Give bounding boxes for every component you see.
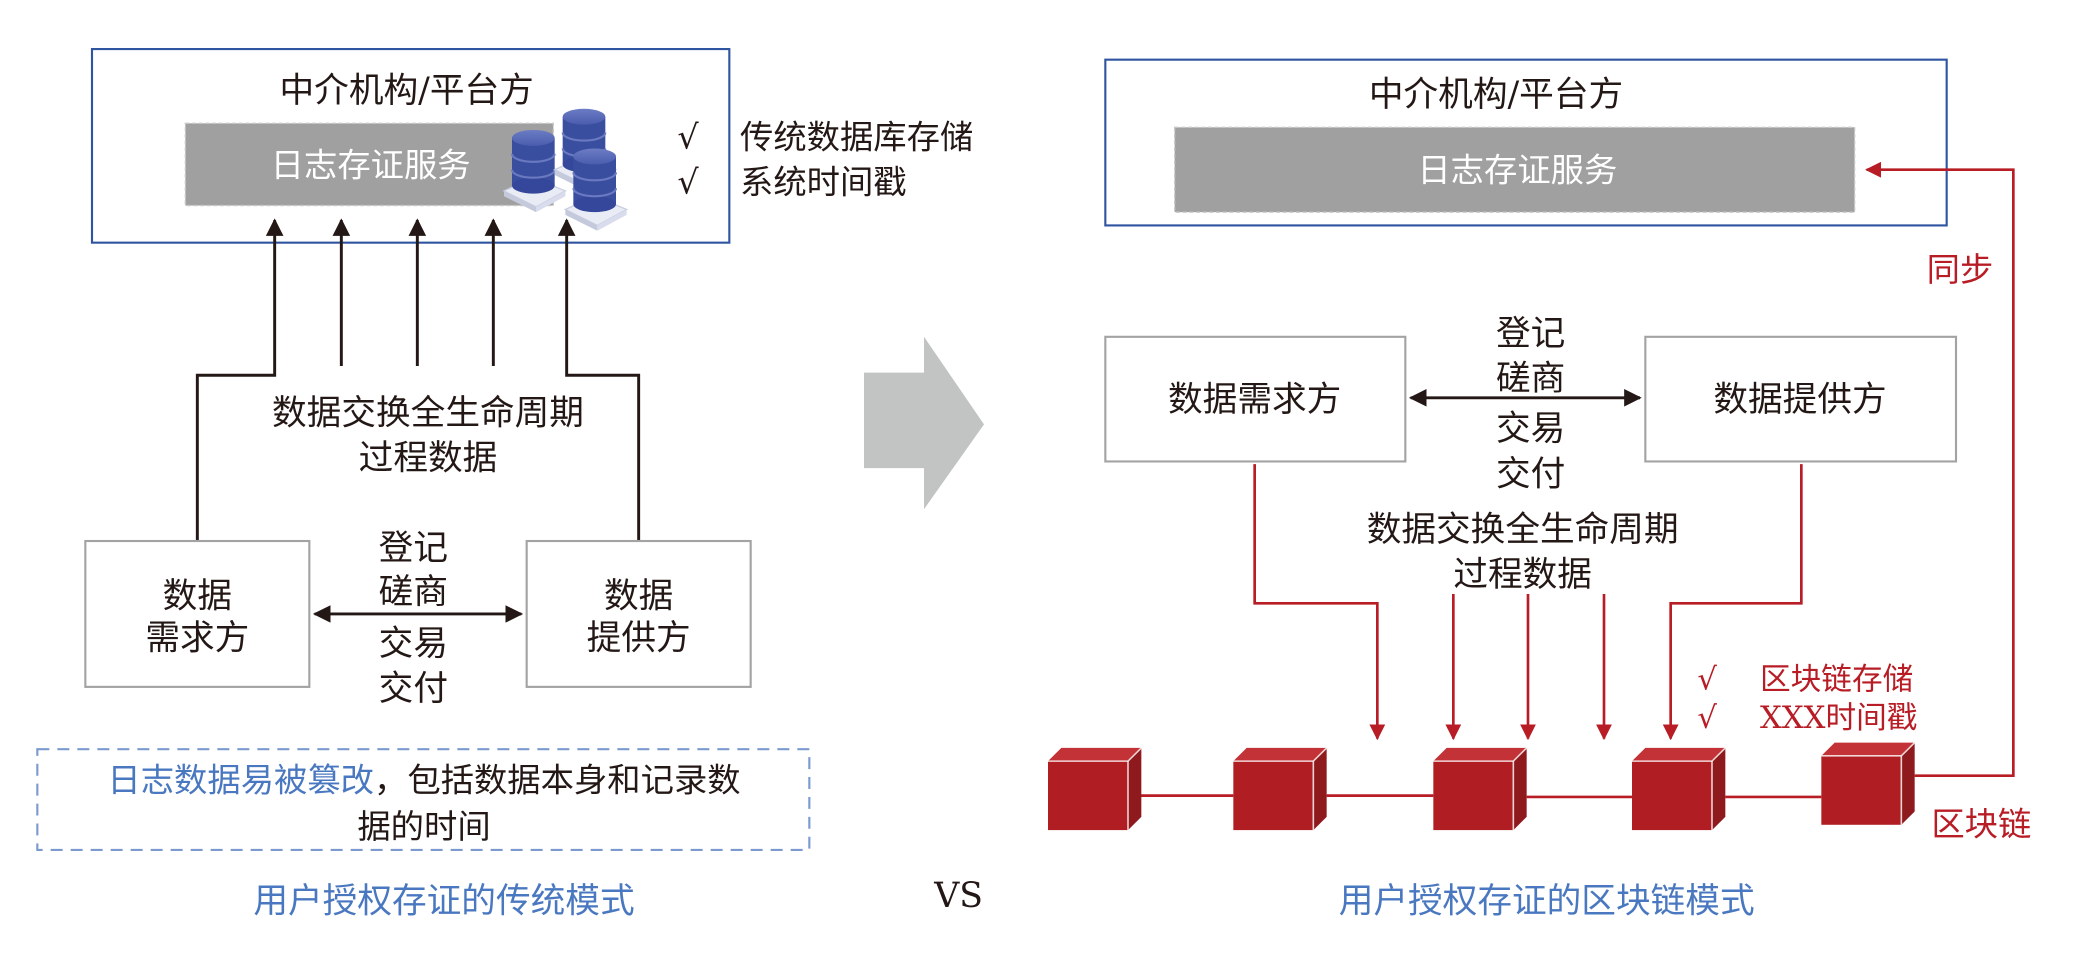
left-caption: 用户授权存证的传统模式 <box>253 881 634 921</box>
up-arrow <box>557 218 641 542</box>
right-service-label: 日志存证服务 <box>1417 151 1617 190</box>
check-item-chain-storage: 区块链存储 <box>1760 663 1913 698</box>
left-provider-line1: 数据 <box>604 576 673 616</box>
right-lifecycle-line1: 数据交换全生命周期 <box>1367 510 1679 550</box>
left-demander-line2: 需求方 <box>145 619 249 659</box>
warning-rest: ，包括数据本身和记录数 <box>374 761 741 800</box>
up-arrow <box>195 218 284 542</box>
left-demander-box <box>84 539 311 688</box>
check-icon: √ <box>677 163 699 202</box>
sync-arrow <box>1865 161 2015 778</box>
down-arrow <box>1253 464 1386 741</box>
block-icon <box>1432 747 1528 831</box>
down-arrow <box>1662 464 1803 741</box>
block-icon <box>1820 741 1916 826</box>
left-panel: 中介机构/平台方 日志存证服务 √ 传统数据库存储 √ 系统时间戳 数据交换全生… <box>36 48 973 921</box>
left-demander-line1: 数据 <box>163 576 232 616</box>
vs-label: VS <box>933 876 983 916</box>
block-icon <box>1047 747 1143 831</box>
left-provider-line2: 提供方 <box>587 619 691 659</box>
left-provider-box <box>525 539 752 688</box>
check-item-xxx-timestamp: XXX时间戳 <box>1760 701 1917 736</box>
left-warning-line2: 据的时间 <box>357 807 490 846</box>
right-steps: 登记 磋商 交易 交付 <box>1496 314 1565 494</box>
step-trade: 交易 <box>379 624 448 664</box>
check-item-db-storage: 传统数据库存储 <box>740 118 973 157</box>
left-warning-box <box>36 748 811 852</box>
step-trade: 交易 <box>1496 409 1565 449</box>
left-lifecycle-line1: 数据交换全生命周期 <box>272 393 584 433</box>
right-arrow-icon <box>864 336 984 510</box>
step-negotiate: 磋商 <box>379 572 448 612</box>
left-service-box <box>184 122 554 207</box>
check-item-system-timestamp: 系统时间戳 <box>740 163 907 202</box>
right-panel: 中介机构/平台方 日志存证服务 同步 数据需求方 数据提供方 登记 磋商 交易 … <box>1047 58 2031 921</box>
check-icon: √ <box>1697 663 1717 698</box>
block-icon <box>1631 747 1727 831</box>
right-platform-title: 中介机构/平台方 <box>1369 75 1623 115</box>
left-warning-line1: 日志数据易被篡改，包括数据本身和记录数 <box>107 761 740 800</box>
left-lifecycle-line2: 过程数据 <box>359 438 498 478</box>
chain-write-arrows <box>1253 464 1803 741</box>
right-service-box <box>1173 126 1856 213</box>
step-register: 登记 <box>379 529 448 569</box>
right-lifecycle-line2: 过程数据 <box>1453 555 1592 595</box>
step-register: 登记 <box>1496 314 1565 354</box>
right-caption: 用户授权存证的区块链模式 <box>1339 881 1755 921</box>
step-negotiate: 磋商 <box>1496 359 1565 399</box>
right-check-list: √ 区块链存储 √ XXX时间戳 <box>1697 663 1917 736</box>
left-upload-arrows <box>195 218 641 542</box>
warning-highlight: 日志数据易被篡改 <box>107 761 374 800</box>
right-demander-box <box>1104 335 1407 463</box>
step-deliver: 交付 <box>1496 454 1565 494</box>
block-icon <box>1232 747 1328 831</box>
left-platform-title: 中介机构/平台方 <box>280 71 534 111</box>
sync-label: 同步 <box>1927 250 1994 289</box>
left-check-list: √ 传统数据库存储 √ 系统时间戳 <box>677 118 973 202</box>
left-service-label: 日志存证服务 <box>271 145 471 184</box>
step-deliver: 交付 <box>379 669 448 709</box>
right-provider-label: 数据提供方 <box>1713 380 1886 420</box>
chain-label: 区块链 <box>1931 804 2031 843</box>
left-steps: 登记 磋商 交易 交付 <box>379 529 448 709</box>
check-icon: √ <box>677 118 699 157</box>
check-icon: √ <box>1697 701 1717 736</box>
right-provider-box <box>1644 335 1958 463</box>
right-demander-label: 数据需求方 <box>1168 380 1341 420</box>
blockchain <box>1047 741 1916 831</box>
